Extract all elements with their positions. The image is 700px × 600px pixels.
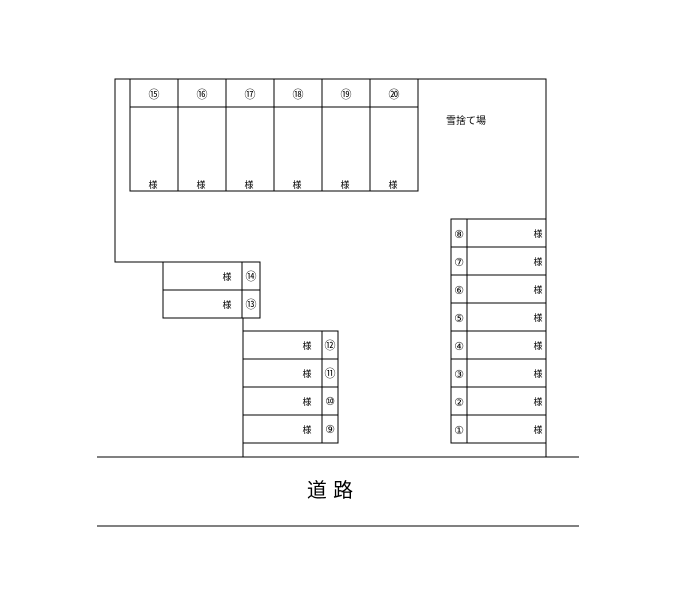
snow-area-label: 雪捨て場 [446, 114, 486, 127]
space-number-14: ⑭ [246, 270, 257, 283]
lot-boundary [114, 78, 547, 457]
owner-label: 様 [533, 396, 542, 408]
top-row-spaces: ⑮ ⑯ ⑰ ⑱ ⑲ ⑳ 様 様 様 様 様 様 [129, 78, 419, 192]
owner-label: 様 [533, 340, 542, 352]
owner-label: 様 [340, 179, 349, 191]
left-middle-spaces: ⑭ ⑬ 様 様 [162, 261, 261, 319]
owner-label: 様 [302, 368, 311, 380]
owner-label: 様 [533, 228, 542, 240]
owner-label: 様 [533, 256, 542, 268]
space-number-3: ③ [454, 368, 464, 381]
center-spaces: ⑫ ⑪ ⑩ ⑨ 様 様 様 様 [242, 330, 339, 444]
owner-label: 様 [244, 179, 253, 191]
space-number-5: ⑤ [454, 312, 464, 325]
space-number-10: ⑩ [325, 395, 335, 408]
owner-label: 様 [196, 179, 205, 191]
space-number-4: ④ [454, 340, 464, 353]
space-number-12: ⑫ [325, 339, 336, 352]
space-number-19: ⑲ [341, 88, 352, 101]
space-number-13: ⑬ [246, 298, 257, 311]
right-column-spaces: ⑧ ⑦ ⑥ ⑤ ④ ③ ② ① 様 様 様 様 様 様 様 様 [450, 218, 547, 444]
space-number-8: ⑧ [454, 228, 464, 241]
space-number-17: ⑰ [245, 88, 256, 101]
owner-label: 様 [388, 179, 397, 191]
owner-label: 様 [222, 271, 231, 283]
space-number-6: ⑥ [454, 284, 464, 297]
space-number-1: ① [454, 424, 464, 437]
owner-label: 様 [148, 179, 157, 191]
owner-label: 様 [533, 368, 542, 380]
space-number-9: ⑨ [325, 423, 335, 436]
space-number-7: ⑦ [454, 256, 464, 269]
owner-label: 様 [533, 312, 542, 324]
space-number-2: ② [454, 396, 464, 409]
owner-label: 様 [302, 396, 311, 408]
owner-label: 様 [302, 340, 311, 352]
owner-label: 様 [533, 424, 542, 436]
space-number-15: ⑮ [149, 88, 160, 101]
road-label: 道 路 [307, 478, 353, 502]
owner-label: 様 [533, 284, 542, 296]
space-number-11: ⑪ [325, 367, 336, 380]
owner-label: 様 [292, 179, 301, 191]
space-number-18: ⑱ [293, 88, 304, 101]
space-number-20: ⑳ [389, 88, 400, 101]
owner-label: 様 [302, 424, 311, 436]
space-number-16: ⑯ [197, 88, 208, 101]
owner-label: 様 [222, 299, 231, 311]
